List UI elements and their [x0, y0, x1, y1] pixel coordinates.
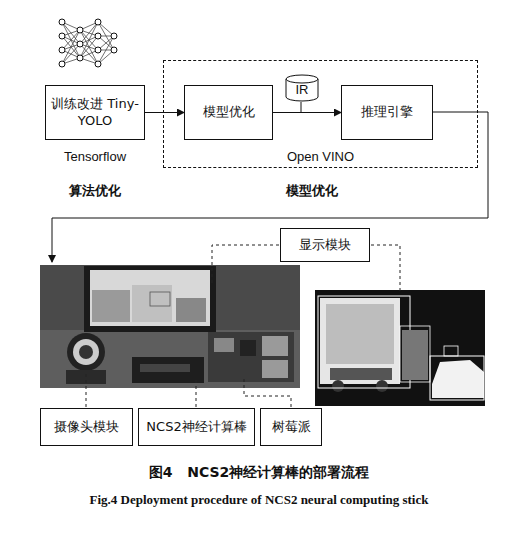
framework-label-text: Tensorflow: [64, 149, 126, 164]
node-text: 显示模块: [295, 237, 355, 254]
node-text: 推理引擎: [357, 104, 417, 121]
hardware-photo: [40, 265, 300, 388]
node-text: 树莓派: [268, 419, 315, 436]
stage-label: 模型优化: [286, 180, 338, 200]
caption-english: Fig.4 Deployment procedure of NCS2 neura…: [90, 489, 429, 509]
stage-label: 算法优化: [69, 180, 121, 200]
ir-stub: [301, 102, 302, 112]
node-text: 模型优化: [199, 104, 259, 121]
data-cylinder: IR: [285, 74, 319, 102]
node-text: IR: [296, 77, 309, 99]
module-box: 摄像头模块: [40, 408, 133, 446]
module-box: 树莓派: [260, 408, 322, 446]
module-box: 显示模块: [280, 228, 370, 262]
flow-arrow: [273, 112, 341, 113]
node-text: 摄像头模块: [50, 419, 123, 436]
process-box: 推理引擎: [341, 85, 433, 140]
caption-text: 图4 NCS2神经计算棒的部署流程: [149, 464, 370, 480]
group-title: Open VINO: [164, 149, 477, 166]
group-frame: Open VINO 模型优化 IR 推理引擎: [163, 60, 478, 168]
flow-arrow: [145, 112, 184, 113]
stage-label-text: 算法优化: [69, 183, 121, 198]
process-box: 训练改进 Tiny-YOLO: [45, 85, 145, 140]
framework-label: Tensorflow: [64, 146, 126, 166]
stage-label-text: 模型优化: [286, 183, 338, 198]
detection-image: [315, 290, 485, 406]
neural-network-icon: [62, 22, 114, 64]
node-text: 训练改进 Tiny-YOLO: [46, 96, 144, 130]
caption: 图4 NCS2神经计算棒的部署流程: [149, 462, 370, 481]
leader-lines: [86, 245, 400, 407]
module-box: NCS2神经计算棒: [138, 408, 254, 446]
cylinder-top: [286, 75, 318, 83]
caption-english-text: Fig.4 Deployment procedure of NCS2 neura…: [90, 492, 429, 507]
node-text: NCS2神经计算棒: [142, 419, 250, 436]
neuron-dots: [59, 19, 117, 67]
process-box: 模型优化: [184, 85, 273, 140]
